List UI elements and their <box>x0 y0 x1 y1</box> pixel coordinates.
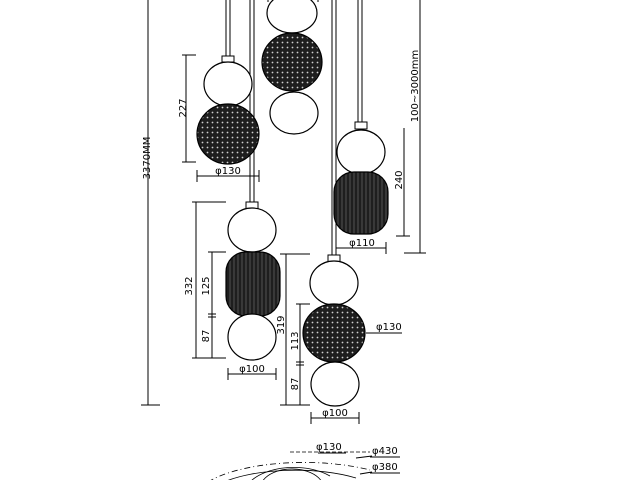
lamp-top-center <box>261 0 323 135</box>
lamp-4-mid-label: 113 <box>290 331 301 350</box>
lamp-1 <box>196 55 260 165</box>
lamp-4-diameter-dimension: φ100 <box>310 408 360 424</box>
lamp-3-diameter-dimension: φ100 <box>227 364 277 380</box>
plan-d3-label: φ380 <box>372 462 398 473</box>
lamp-3 <box>225 201 281 361</box>
lamp-4-height-label: 319 <box>276 315 287 334</box>
lamp-3-height-label: 332 <box>184 276 195 295</box>
lamp-3-mid-label: 125 <box>201 276 212 295</box>
lamp-3-diameter-label: φ100 <box>239 364 265 375</box>
cable-range-label: 100~3000mm <box>410 50 421 122</box>
lamp-2-diameter-label: φ110 <box>349 238 375 249</box>
lamp-4-bottom-label: 87 <box>290 378 301 391</box>
lamp-4-diameter-label: φ100 <box>322 408 348 419</box>
plan-d2-label: φ430 <box>372 446 398 457</box>
lamp-4 <box>302 254 366 407</box>
lamp-1-diameter-dimension: φ130 <box>196 166 260 182</box>
lamp-4-side-diameter-label: φ130 <box>376 322 402 333</box>
lamp-4-side-diameter-dimension: φ130 <box>366 322 402 334</box>
lamp-2-height-dimension: 240 <box>394 128 410 237</box>
lamp-1-height-label: 227 <box>178 98 189 117</box>
plan-d1-label: φ130 <box>316 442 342 453</box>
lamp-4-dimensions: 319 113 87 <box>276 253 310 406</box>
lamp-3-bottom-label: 87 <box>201 330 212 343</box>
cable-range-dimension: 100~3000mm <box>404 0 426 254</box>
lamp-2 <box>333 121 389 235</box>
lamp-2-height-label: 240 <box>394 170 405 189</box>
lamp-2-diameter-dimension: φ110 <box>335 238 387 254</box>
total-height-label: 3370MM <box>142 137 153 180</box>
lamp-1-diameter-label: φ130 <box>215 166 241 177</box>
total-height-dimension: 3370MM <box>141 0 160 406</box>
lamp-1-height-dimension: 227 <box>178 54 196 163</box>
plan-view: φ130 φ430 φ380 <box>210 442 400 480</box>
lamp-3-dimensions: 332 125 87 <box>184 201 226 359</box>
